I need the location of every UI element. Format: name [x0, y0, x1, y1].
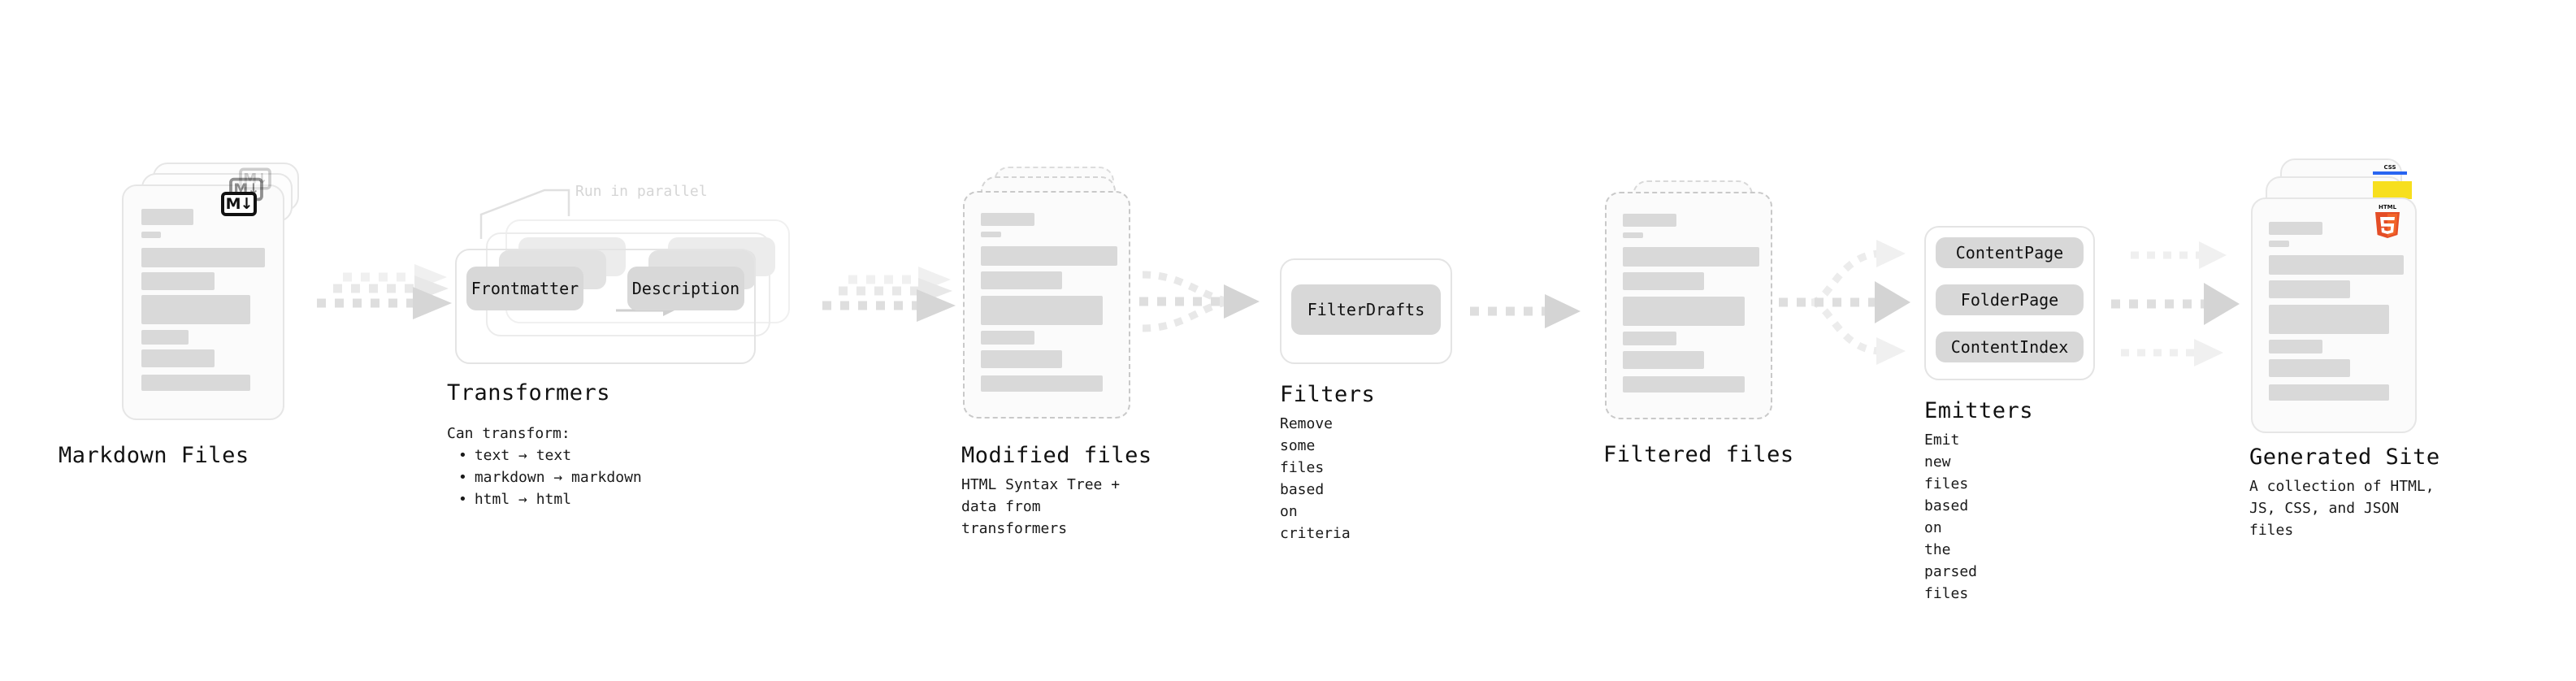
skeleton-bar — [2269, 255, 2404, 275]
js-badge-icon — [2373, 181, 2412, 199]
connector-filters-to-filtered — [1470, 294, 1581, 328]
skeleton-bar — [141, 375, 250, 391]
css-badge-bar — [2373, 171, 2407, 175]
transformer-layer-front — [455, 249, 756, 364]
filtered-card-stack — [1605, 180, 1780, 432]
skeleton-bar — [981, 296, 1103, 325]
skeleton-bar — [1623, 332, 1676, 345]
emitters-group-box — [1924, 226, 2095, 380]
generated-card-stack: CSS HTML — [2251, 158, 2446, 435]
transformer-chip-frontmatter[interactable]: Frontmatter — [466, 267, 583, 310]
skeleton-bar — [1623, 214, 1676, 227]
stage-title-filtered-files: Filtered files — [1603, 442, 1794, 467]
transformers-note-item: markdown → markdown — [458, 466, 642, 488]
transformers-note-list: text → text markdown → markdown html → h… — [458, 445, 642, 510]
skeleton-bar — [981, 246, 1117, 266]
skeleton-bar — [1623, 232, 1643, 238]
skeleton-bar — [981, 271, 1062, 289]
connector-transformers-to-modified — [822, 267, 956, 322]
connector-emitters-to-site — [2111, 241, 2240, 367]
markdown-card-front — [122, 184, 284, 420]
skeleton-bar — [2269, 384, 2389, 401]
transformer-chip-description[interactable]: Description — [627, 267, 744, 310]
stage-title-generated-site: Generated Site — [2249, 445, 2440, 470]
skeleton-bar — [2269, 359, 2350, 377]
html5-badge-icon: HTML — [2375, 204, 2400, 238]
css-badge-icon: CSS — [2373, 163, 2407, 175]
markdown-badge: M↓ — [221, 192, 257, 216]
skeleton-bar — [141, 232, 161, 238]
skeleton-bar — [981, 331, 1034, 345]
skeleton-bar — [981, 232, 1001, 237]
skeleton-bar — [2269, 340, 2322, 354]
emitters-chip-contentpage[interactable]: ContentPage — [1936, 237, 2084, 268]
filters-group-box — [1280, 258, 1452, 364]
connector-filtered-to-emitters — [1779, 240, 1910, 365]
transformers-note-item: html → html — [458, 488, 642, 510]
skeleton-bar — [981, 350, 1062, 368]
svg-text:HTML: HTML — [2379, 204, 2397, 210]
transformers-note: Can transform: text → text markdown → ma… — [447, 423, 642, 510]
emitters-chip-folderpage[interactable]: FolderPage — [1936, 284, 2084, 315]
connector-modified-to-filters — [1139, 271, 1260, 332]
stage-subtitle-generated-site: A collection of HTML, JS, CSS, and JSON … — [2249, 478, 2435, 539]
markdown-card-stack: M↓ M↓ M↓ — [122, 163, 309, 431]
transformers-note-heading: Can transform: — [447, 425, 570, 442]
stage-title-emitters: Emitters — [1924, 398, 2034, 423]
skeleton-bar — [2269, 222, 2322, 235]
stage-subtitle-emitters: Emit new files based on the parsed files — [1924, 432, 1978, 602]
skeleton-bar — [141, 272, 215, 290]
skeleton-bar — [141, 330, 189, 345]
connector-md-to-transformers — [317, 264, 452, 319]
stage-title-modified-files: Modified files — [961, 443, 1152, 468]
parallel-bracket — [479, 189, 570, 239]
skeleton-bar — [141, 248, 265, 267]
skeleton-bar — [1623, 297, 1745, 326]
skeleton-bar — [1623, 272, 1704, 290]
modified-card-stack — [963, 167, 1138, 427]
css-badge-label: CSS — [2383, 164, 2396, 171]
stage-title-transformers: Transformers — [447, 380, 611, 406]
stage-title-markdown-files: Markdown Files — [59, 443, 249, 468]
stage-markdown-files: M↓ M↓ M↓ Markdown Files — [59, 163, 309, 468]
skeleton-bar — [2269, 241, 2289, 247]
stage-filtered-files: Filtered files — [1603, 180, 1793, 467]
skeleton-bar — [1623, 376, 1745, 393]
skeleton-bar — [141, 295, 250, 324]
skeleton-bar — [141, 349, 215, 367]
filters-chip-filterdrafts[interactable]: FilterDrafts — [1291, 284, 1441, 335]
skeleton-bar — [1623, 351, 1704, 369]
parallel-label: Run in parallel — [575, 183, 708, 200]
transformers-note-item: text → text — [458, 445, 642, 466]
stage-subtitle-modified-files: HTML Syntax Tree + data from transformer… — [961, 476, 1121, 537]
stage-title-filters: Filters — [1280, 382, 1376, 407]
modified-card-front — [963, 191, 1130, 419]
skeleton-bar — [2269, 280, 2350, 298]
stage-subtitle-filters: Remove some files based on criteria — [1280, 415, 1351, 542]
skeleton-bar — [981, 375, 1103, 392]
skeleton-bar — [981, 213, 1034, 226]
skeleton-bar — [141, 209, 193, 225]
emitters-chip-contentindex[interactable]: ContentIndex — [1936, 332, 2084, 362]
stage-generated-site: CSS HTML — [2249, 158, 2446, 539]
filtered-card-front — [1605, 192, 1772, 419]
stage-modified-files: Modified files HTML Syntax Tree + data f… — [961, 167, 1151, 537]
markdown-badge-back-2: M↓ — [239, 167, 271, 190]
skeleton-bar — [1623, 247, 1759, 267]
skeleton-bar — [2269, 305, 2389, 334]
